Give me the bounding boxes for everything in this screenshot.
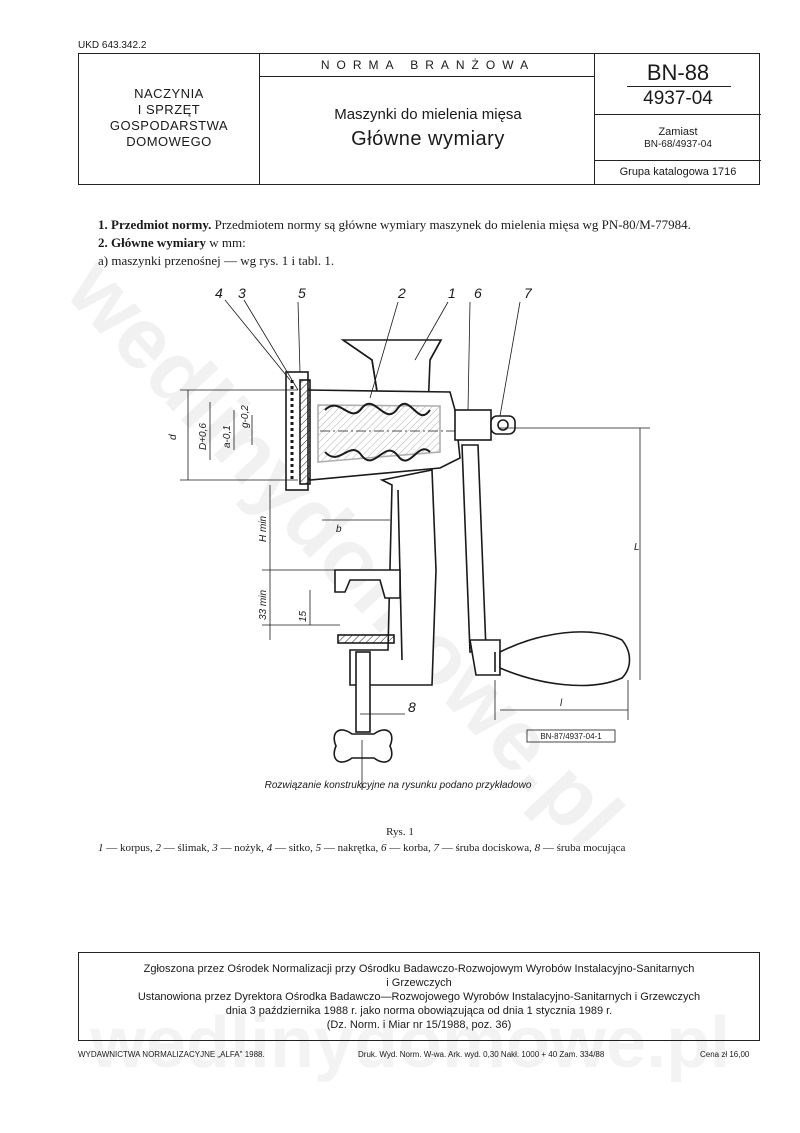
approval-box: Zgłoszona przez Ośrodek Normalizacji prz… — [78, 952, 760, 1040]
legend-num: 8 — [534, 842, 541, 854]
legend-label: sitko, — [288, 842, 313, 854]
dim-H: H min — [258, 515, 269, 542]
callout-8: 8 — [408, 699, 416, 715]
callout-3: 3 — [238, 285, 246, 301]
category: NACZYNIA I SPRZĘT GOSPODARSTWA DOMOWEGO — [79, 86, 259, 150]
catalog-group: Grupa katalogowa 1716 — [619, 166, 737, 178]
replaces-label: Zamiast — [658, 126, 698, 138]
legend-num: 5 — [315, 842, 322, 854]
print-info: Druk. Wyd. Norm. W-wa. Ark. wyd. 0,30 Na… — [358, 1050, 605, 1059]
approval-line2: i Grzewczych — [386, 977, 452, 989]
legend-label: korba, — [402, 842, 431, 854]
paragraph-2-heading: 2. Główne wymiary — [98, 235, 206, 250]
udk-code: UKD 643.342.2 — [78, 40, 147, 51]
category-line: NACZYNIA — [134, 86, 204, 101]
approval-line1: Zgłoszona przez Ośrodek Normalizacji prz… — [143, 963, 695, 975]
document-title-line2: Główne wymiary — [351, 128, 505, 150]
legend-num: 4 — [266, 842, 273, 854]
publisher: WYDAWNICTWA NORMALIZACYJNE „ALFA" 1988. — [78, 1050, 265, 1059]
dim-L: L — [634, 542, 640, 553]
approval-line4: dnia 3 października 1988 r. jako norma o… — [225, 1005, 613, 1017]
paragraph-3: a) maszynki przenośnej — wg rys. 1 i tab… — [98, 253, 335, 268]
callout-2: 2 — [397, 285, 406, 301]
ref-box — [526, 729, 616, 743]
legend-label: korpus, — [120, 842, 153, 854]
category-line: I SPRZĘT — [137, 102, 201, 117]
dim-a: a-0,1 — [222, 425, 233, 448]
callout-1: 1 — [448, 285, 456, 301]
callout-6: 6 — [474, 285, 482, 301]
legend-label: śruba mocująca — [556, 842, 626, 854]
legend-num: 3 — [212, 842, 218, 854]
callout-5: 5 — [298, 285, 306, 301]
legend-label: śruba dociskowa, — [455, 842, 532, 854]
category-line: DOMOWEGO — [126, 134, 212, 149]
dim-b: b — [336, 524, 342, 535]
paragraph-2: 2. Główne wymiary w mm: — [98, 235, 246, 251]
dim-33: 33 min — [258, 590, 269, 620]
approval-line3: Ustanowiona przez Dyrektora Ośrodka Bada… — [137, 991, 701, 1003]
paragraph-1-text: Przedmiotem normy są główne wymiary masz… — [211, 217, 691, 232]
drawing-caption: Rozwiązanie konstrukcyjne na rysunku pod… — [265, 780, 532, 791]
paragraph-2-text: w mm: — [205, 235, 246, 250]
document-title-line1: Maszynki do mielenia mięsa — [334, 106, 522, 123]
dim-g: g-0,2 — [240, 405, 251, 428]
footer-rule — [78, 1040, 760, 1041]
price: Cena zł 16,00 — [700, 1050, 750, 1059]
figure-label: Rys. 1 — [386, 826, 414, 838]
callout-4: 4 — [215, 285, 223, 301]
legend-num: 6 — [380, 842, 387, 854]
legend-label: nakrętka, — [337, 842, 379, 854]
paragraph-1-heading: 1. Przedmiot normy. — [98, 217, 212, 232]
legend-num: 1 — [98, 842, 104, 854]
legend-label: ślimak, — [177, 842, 210, 854]
legend-num: 2 — [155, 842, 161, 854]
meat-grinder-drawing: 4 3 5 2 1 6 7 8 d D+0,6 a-0,1 g-0,2 H mi… — [168, 285, 650, 791]
category-line: GOSPODARSTWA — [109, 118, 229, 133]
dim-l: l — [560, 698, 563, 709]
bn-divider — [627, 86, 731, 87]
paragraph-1: 1. Przedmiot normy. Przedmiotem normy są… — [98, 217, 691, 233]
legend-list: 1 — korpus, 2 — ślimak, 3 — nożyk, 4 — s… — [98, 842, 626, 854]
legend-num: 7 — [433, 842, 440, 854]
dim-D: D+0,6 — [198, 423, 209, 450]
bn-code: 4937-04 — [643, 88, 713, 109]
dim-15: 15 — [298, 610, 309, 622]
ref-code: BN-87/4937-04-1 — [540, 732, 602, 741]
bn-number: BN-88 — [646, 60, 710, 85]
replaces-code: BN-68/4937-04 — [644, 139, 712, 150]
dim-d: d — [168, 434, 179, 440]
norm-type: NORMA BRANŻOWA — [320, 58, 536, 72]
legend-label: nożyk, — [234, 842, 264, 854]
approval-line5: (Dz. Norm. i Miar nr 15/1988, poz. 36) — [326, 1019, 512, 1031]
callout-7: 7 — [524, 285, 533, 301]
watermark-bottom: wedlinydomowe.pl — [90, 1003, 731, 1083]
header-table: NACZYNIA I SPRZĘT GOSPODARSTWA DOMOWEGO … — [78, 53, 761, 185]
